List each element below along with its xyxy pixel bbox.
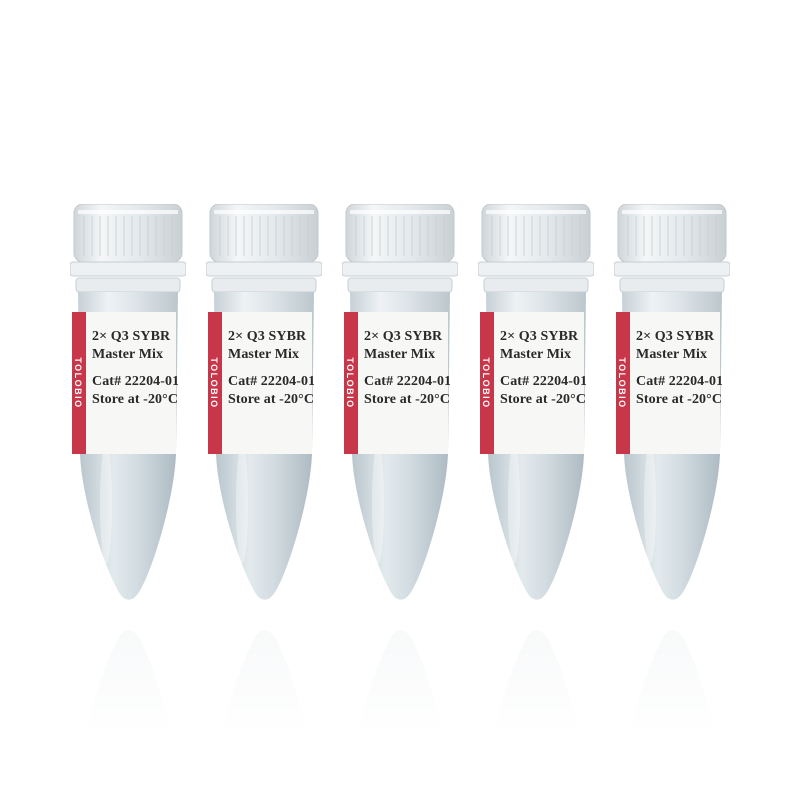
tube-1-label: 2× Q3 SYBR Master Mix Cat# 22204-01 Stor… xyxy=(92,328,178,448)
product-name-line2: Master Mix xyxy=(364,347,436,362)
storage-instruction: Store at -20°C xyxy=(500,392,586,407)
tube-2-body xyxy=(206,204,322,600)
tube-4-brand-stripe: TOLOBIO xyxy=(480,324,492,442)
tube-2-reflection xyxy=(216,630,312,776)
product-name-line1: 2× Q3 SYBR xyxy=(92,329,171,344)
tube-2: TOLOBIO 2× Q3 SYBR Master Mix Cat# 22204… xyxy=(206,204,322,604)
brand-logo: TOLOBIO xyxy=(481,357,491,409)
tube-3-brand-stripe: TOLOBIO xyxy=(344,324,356,442)
product-name-line2: Master Mix xyxy=(92,347,164,362)
storage-instruction: Store at -20°C xyxy=(92,392,178,407)
brand-logo: TOLOBIO xyxy=(345,357,355,409)
tube-2-label: 2× Q3 SYBR Master Mix Cat# 22204-01 Stor… xyxy=(228,328,314,448)
tube-3-body xyxy=(342,204,458,600)
brand-logo: TOLOBIO xyxy=(73,357,83,409)
tube-3: TOLOBIO 2× Q3 SYBR Master Mix Cat# 22204… xyxy=(342,204,458,604)
tube-3-label: 2× Q3 SYBR Master Mix Cat# 22204-01 Stor… xyxy=(364,328,450,448)
tube-5-brand-stripe: TOLOBIO xyxy=(616,324,628,442)
product-name-line1: 2× Q3 SYBR xyxy=(500,329,579,344)
product-name-line2: Master Mix xyxy=(636,347,708,362)
tube-4-body xyxy=(478,204,594,600)
brand-logo: TOLOBIO xyxy=(209,357,219,409)
catalog-number: Cat# 22204-01 xyxy=(92,374,178,389)
product-name-line1: 2× Q3 SYBR xyxy=(228,329,307,344)
storage-instruction: Store at -20°C xyxy=(364,392,450,407)
tube-3-reflection xyxy=(352,630,448,776)
tube-4: TOLOBIO 2× Q3 SYBR Master Mix Cat# 22204… xyxy=(478,204,594,604)
tube-1-brand-stripe: TOLOBIO xyxy=(72,324,84,442)
tube-1: TOLOBIO 2× Q3 SYBR Master Mix Cat# 22204… xyxy=(70,204,186,604)
tube-5-label: 2× Q3 SYBR Master Mix Cat# 22204-01 Stor… xyxy=(636,328,722,448)
tube-4-label: 2× Q3 SYBR Master Mix Cat# 22204-01 Stor… xyxy=(500,328,586,448)
storage-instruction: Store at -20°C xyxy=(228,392,314,407)
catalog-number: Cat# 22204-01 xyxy=(364,374,450,389)
brand-logo: TOLOBIO xyxy=(617,357,627,409)
catalog-number: Cat# 22204-01 xyxy=(228,374,314,389)
product-name-line2: Master Mix xyxy=(228,347,300,362)
catalog-number: Cat# 22204-01 xyxy=(636,374,722,389)
product-name-line2: Master Mix xyxy=(500,347,572,362)
product-name-line1: 2× Q3 SYBR xyxy=(364,329,443,344)
catalog-number: Cat# 22204-01 xyxy=(500,374,586,389)
product-name-line1: 2× Q3 SYBR xyxy=(636,329,715,344)
tube-1-reflection xyxy=(80,630,176,776)
tube-5-body xyxy=(614,204,730,600)
tube-1-body xyxy=(70,204,186,600)
tube-2-brand-stripe: TOLOBIO xyxy=(208,324,220,442)
tube-4-reflection xyxy=(488,630,584,776)
storage-instruction: Store at -20°C xyxy=(636,392,722,407)
tube-5: TOLOBIO 2× Q3 SYBR Master Mix Cat# 22204… xyxy=(614,204,730,604)
tube-5-reflection xyxy=(624,630,720,776)
